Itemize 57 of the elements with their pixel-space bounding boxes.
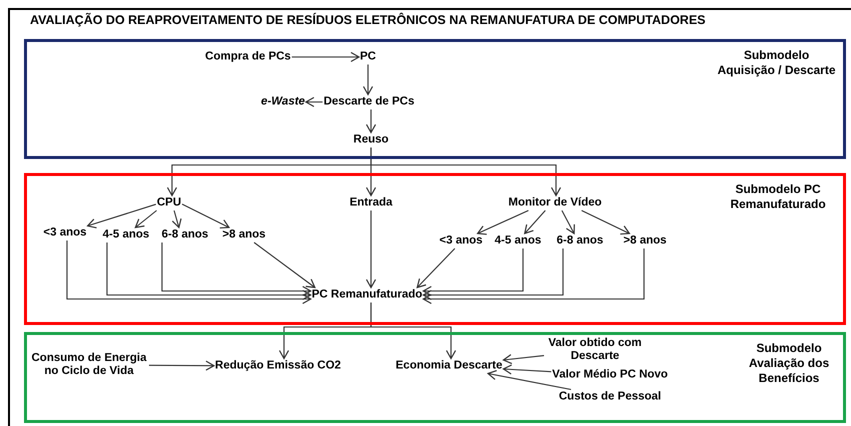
arrow (502, 364, 552, 375)
arrow (422, 248, 645, 304)
flow-label: <3 anos (43, 226, 87, 240)
arrow (134, 210, 157, 228)
flow-label: Consumo de Energia no Ciclo de Vida (30, 352, 148, 378)
flow-label: Descarte de PCs (324, 96, 414, 108)
flow-label: Entrada (350, 196, 392, 210)
arrow (561, 210, 575, 234)
arrow (524, 210, 546, 234)
flow-label: PC (360, 50, 376, 64)
arrow (477, 210, 529, 235)
flow-label: Economia Descarte (396, 360, 502, 372)
submodel-panel (24, 173, 846, 325)
diagram-title: AVALIAÇÃO DO REAPROVEITAMENTO DE RESÍDUOS ELETRÔNICOS NA REMANUFATURA DE COMPUTADORES (30, 13, 706, 27)
flow-label: Compra de PCs (205, 50, 291, 64)
arrow (502, 354, 544, 364)
flow-label: Reuso (353, 134, 389, 146)
arrow (366, 210, 376, 288)
flow-label: e-Waste (261, 96, 305, 108)
arrow (370, 148, 562, 196)
arrow (362, 64, 374, 96)
flow-label: Redução Emissão CO2 (215, 360, 341, 372)
arrow (292, 52, 360, 62)
arrow (66, 240, 312, 304)
flow-label: 6-8 anos (162, 228, 208, 242)
arrow (416, 248, 456, 288)
flow-label: 6-8 anos (556, 234, 604, 248)
flow-label: PC Remanufaturado (312, 288, 422, 302)
arrow (172, 210, 182, 228)
flow-label: >8 anos (623, 234, 667, 248)
arrow (182, 204, 230, 229)
arrow (366, 110, 376, 134)
panel-heading: Submodelo PC Remanufaturado (729, 182, 827, 212)
panel-heading: Submodelo Avaliação dos Benefícios (748, 341, 830, 386)
flow-label: Custos de Pessoal (558, 390, 662, 404)
panel-heading: Submodelo Aquisição / Descarte (716, 48, 837, 78)
arrow (305, 96, 323, 108)
flow-label: 4-5 anos (102, 228, 150, 242)
arrow (149, 360, 215, 371)
arrow (370, 302, 456, 360)
flow-label: >8 anos (222, 228, 266, 242)
flow-label: Valor Médio PC Novo (552, 368, 668, 382)
arrow (422, 248, 524, 296)
flow-label: Valor obtido com Descarte (545, 337, 645, 363)
arrow (161, 242, 312, 296)
submodel-panel (24, 332, 846, 423)
arrow (422, 248, 564, 300)
arrow (487, 370, 572, 390)
flow-label: 4-5 anos (494, 234, 542, 248)
arrow (87, 204, 156, 228)
flow-label: <3 anos (439, 234, 483, 248)
flow-label: Monitor de Vídeo (508, 196, 602, 210)
arrow (581, 210, 630, 235)
submodel-panel (24, 39, 846, 159)
arrow (106, 242, 312, 300)
arrow (254, 242, 316, 288)
flow-label: CPU (156, 196, 182, 210)
